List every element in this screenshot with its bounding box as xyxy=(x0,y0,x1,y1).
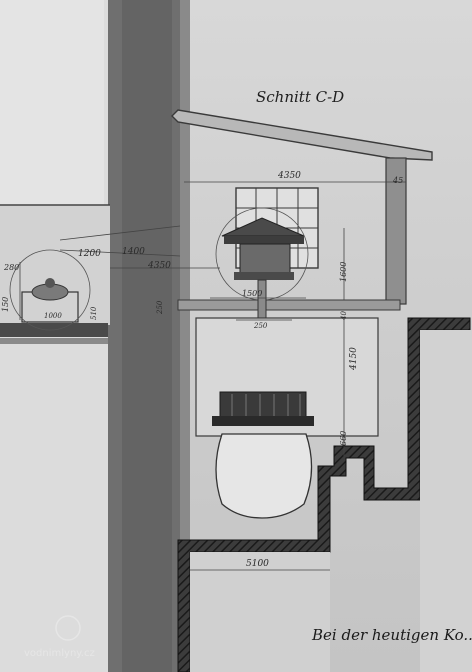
dim-left-height: 280 xyxy=(3,263,19,272)
watermark-icon xyxy=(55,615,81,641)
dim-shaft-height: 1600 xyxy=(339,262,348,282)
left-wall-edge xyxy=(180,0,190,672)
paper-left-top xyxy=(0,0,104,205)
watermark: vodnimlyny.cz xyxy=(24,615,95,659)
left-floor-edge xyxy=(0,338,108,344)
dim-center-box: 1500 xyxy=(242,289,262,298)
dim-left-detail-a: 1000 xyxy=(44,312,62,320)
tailrace-floor xyxy=(190,552,330,672)
left-wall-shade xyxy=(122,0,172,672)
dim-mid-span: 4350 xyxy=(147,261,171,271)
dim-wall: 45 xyxy=(392,176,403,185)
dim-upper-left: 1200 xyxy=(78,249,101,259)
left-turbine-detail xyxy=(9,249,91,331)
dim-small-b: 40 xyxy=(340,311,348,321)
roof-beam xyxy=(171,109,433,161)
dim-left-small: 150 xyxy=(1,297,10,312)
dim-base-width: 5100 xyxy=(246,559,269,569)
section-title: Schnitt C-D xyxy=(256,88,344,106)
watermark-text: vodnimlyny.cz xyxy=(24,648,95,659)
handwritten-note: Bei der heutigen Ko... xyxy=(311,626,472,644)
dim-upper-mid: 1400 xyxy=(122,247,145,257)
right-ground xyxy=(420,330,472,672)
dim-small-a: 250 xyxy=(156,300,164,315)
dim-small-c: 250 xyxy=(253,322,268,330)
turbine-runner xyxy=(212,391,314,426)
dimension-lines xyxy=(19,181,406,571)
dim-pit-depth: 4150 xyxy=(349,347,359,371)
dim-bottom-depth: 660 xyxy=(339,431,348,446)
dim-top-width: 4350 xyxy=(277,171,301,181)
draft-tube xyxy=(215,433,313,519)
dim-left-detail-b: 510 xyxy=(90,306,98,320)
floor-slab xyxy=(177,299,401,311)
